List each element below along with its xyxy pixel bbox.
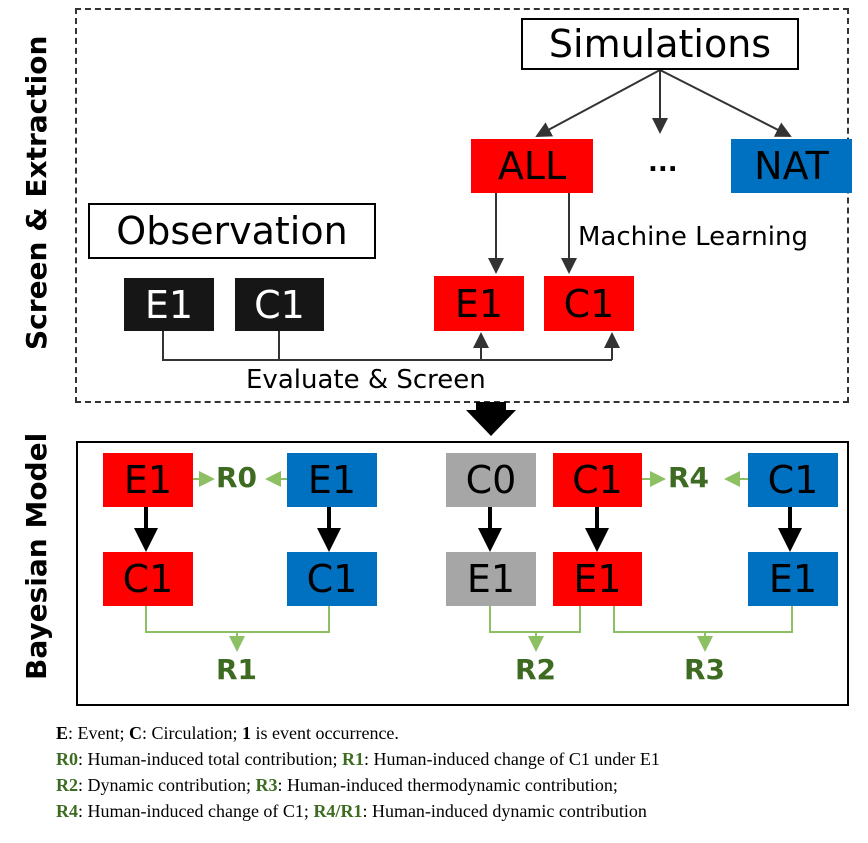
legend-line-4: R4: Human-induced change of C1; R4/R1: H… (56, 801, 647, 821)
screen-extraction-panel (75, 8, 849, 403)
r4-label: R4 (668, 461, 710, 494)
obs-c1-box: C1 (235, 278, 324, 331)
bayesian-model-label: Bayesian Model (20, 432, 53, 680)
nat2-e1-box: E1 (748, 552, 838, 606)
nat-e1-box: E1 (287, 453, 377, 507)
nat-c1-box: C1 (287, 552, 377, 606)
bayesian-model-panel (76, 441, 849, 706)
c0-box: C0 (446, 453, 536, 507)
sim-e1-box: E1 (434, 276, 524, 331)
evaluate-connector (162, 331, 612, 361)
simulations-title: Simulations (521, 18, 799, 70)
evaluate-screen-label: Evaluate & Screen (246, 365, 486, 395)
all-box: ALL (471, 139, 593, 193)
legend-line-2: R0: Human-induced total contribution; R1… (56, 749, 660, 769)
ellipsis-label: ... (648, 148, 678, 178)
big-down-arrow (466, 410, 516, 436)
r0-label: R0 (216, 461, 258, 494)
all-c1-box: C1 (103, 552, 193, 606)
legend-line-3: R2: Dynamic contribution; R3: Human-indu… (56, 775, 618, 795)
c0-e1-box: E1 (446, 552, 536, 606)
r1-label: R1 (216, 653, 258, 686)
all-e1-box: E1 (103, 453, 193, 507)
all2-e1-box: E1 (553, 552, 642, 606)
sim-to-nat-arrow (659, 69, 792, 137)
nat-box: NAT (731, 139, 852, 193)
observation-title: Observation (88, 203, 376, 259)
r3-label: R3 (684, 653, 726, 686)
all2-c1-box: C1 (553, 453, 642, 507)
nat2-c1-box: C1 (748, 453, 838, 507)
obs-e1-box: E1 (124, 278, 214, 331)
sim-c1-box: C1 (544, 276, 634, 331)
legend-line-1: E: Event; C: Circulation; 1 is event occ… (56, 723, 399, 743)
sim-to-all-arrow (535, 69, 661, 137)
machine-learning-label: Machine Learning (578, 222, 808, 252)
r2-label: R2 (515, 653, 557, 686)
